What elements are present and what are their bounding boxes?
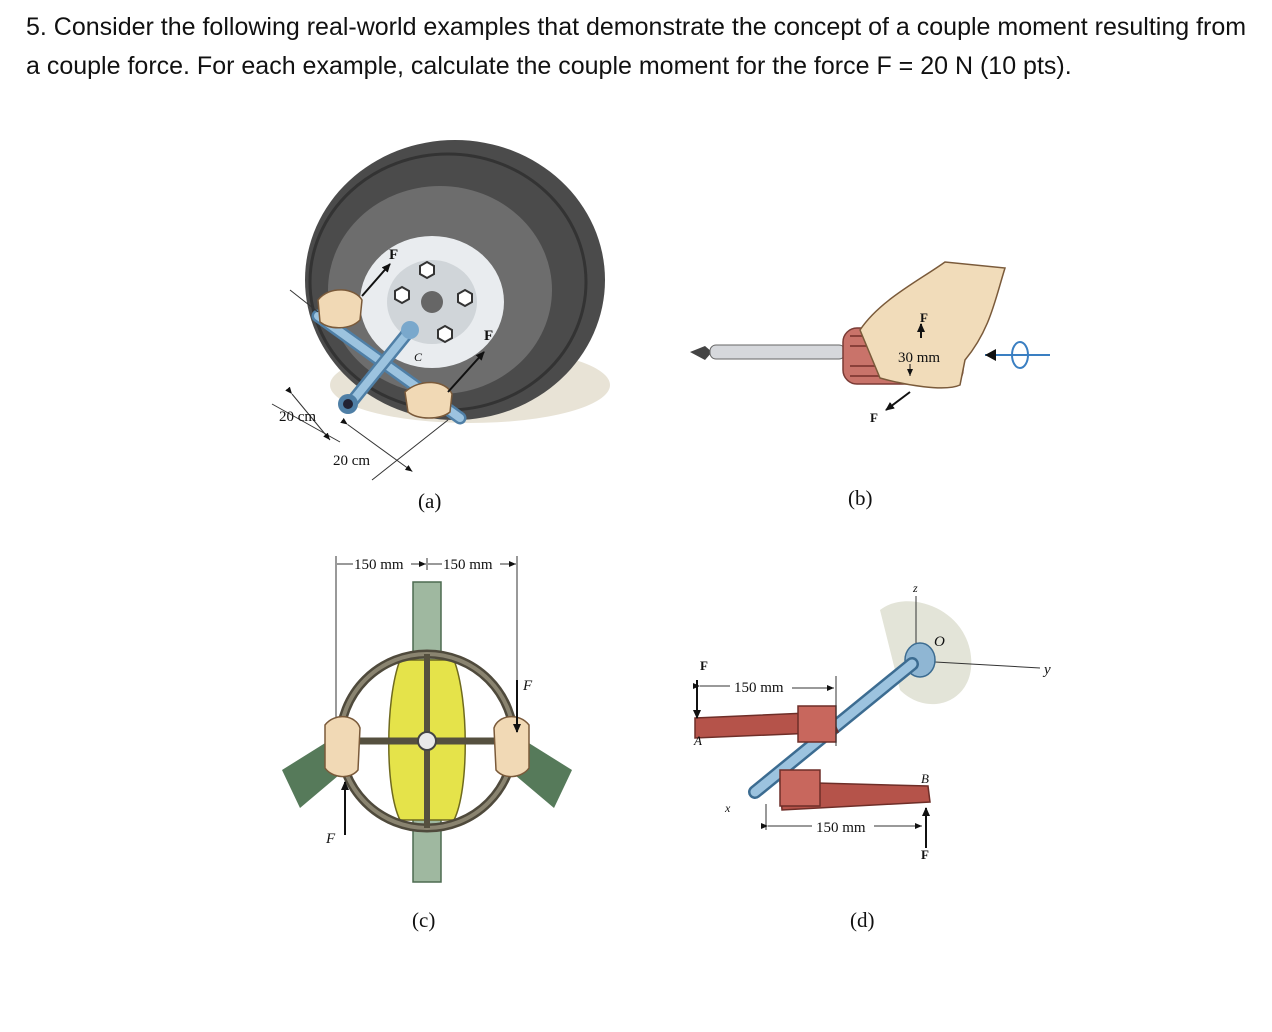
dim-label-d-top: 150 mm [734,680,784,696]
screwdriver-shaft [709,344,846,360]
figure-a: F F C 20 cm 20 cm (a) [271,140,610,513]
axis-x-label: x [724,801,731,815]
force-label-c-right: F [522,678,533,694]
axis-o-label: O [934,634,945,650]
dim-label-b: 30 mm [898,350,940,366]
left-hand [317,289,363,329]
force-arrow-top [361,263,391,297]
hub [421,291,443,313]
figure-b: F 30 mm F (b) [690,261,1050,510]
right-hand [404,381,453,419]
axis-z-label: z [912,581,918,595]
dim-label-left: 20 cm [279,409,316,425]
point-b-label: B [921,771,929,786]
figure-d: z O y x F A 150 mm B F 150 mm (d) [693,581,1051,932]
y-axis [934,661,1041,669]
caption-c: (c) [412,908,435,932]
force-label-b-bottom: F [870,410,878,425]
force-label-top: F [389,247,398,263]
force-label-b-top: F [920,310,928,325]
caption-d: (d) [850,908,875,932]
force-label-right: F [484,328,493,344]
caption-a: (a) [418,489,441,513]
force-arrow-right [447,351,485,393]
dim-label-d-bottom: 150 mm [816,820,866,836]
force-label-c-left: F [325,831,336,847]
force-label-d-right: F [921,847,929,862]
lug-nuts [394,260,473,344]
caption-b: (b) [848,486,873,510]
axis-y-label: y [1042,662,1051,678]
dim-label-bottom: 20 cm [333,453,370,469]
moment-rotation-icon [1011,341,1029,369]
right-hand-c [493,716,530,778]
left-hand-c [324,716,361,778]
force-label-d-left: F [700,658,708,673]
figure-c: 150 mm 150 mm F F (c) [282,556,572,932]
dim-label-c-left: 150 mm [354,557,404,573]
dim-label-c-right: 150 mm [443,557,493,573]
center-label: C [414,350,423,364]
point-a-label: A [693,733,702,748]
screwdriver-tip [690,346,712,360]
force-arrow-b-bottom [885,391,911,411]
hand-b [859,261,1006,389]
question-text: 5. Consider the following real-world exa… [26,13,1247,80]
